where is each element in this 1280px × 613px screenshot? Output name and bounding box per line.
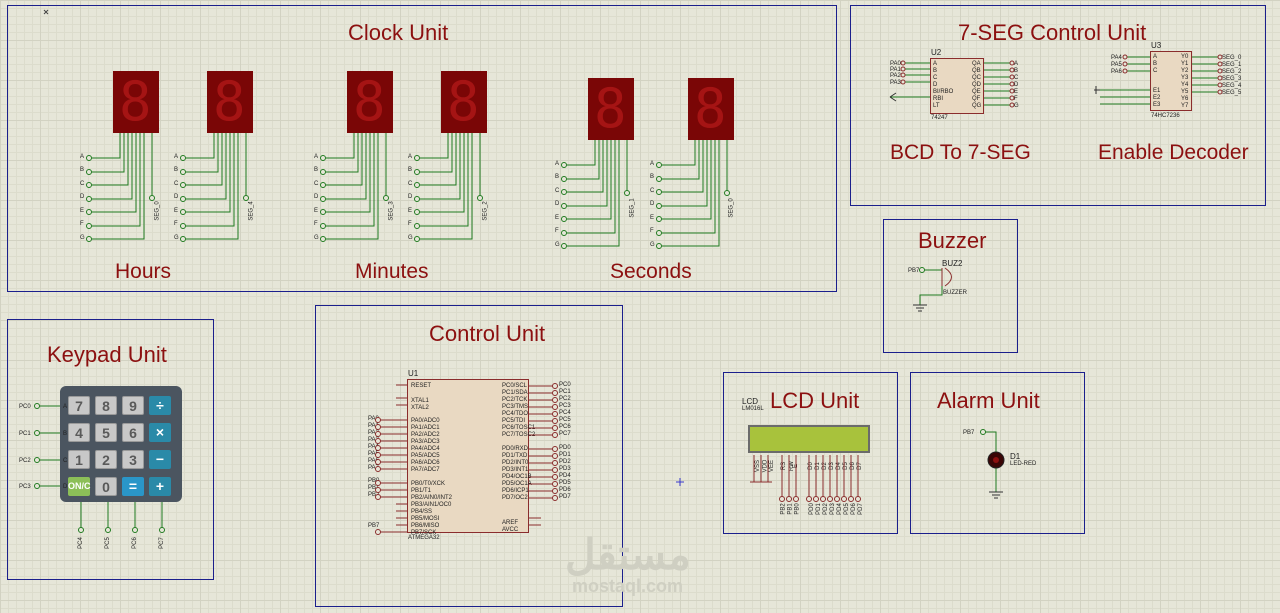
u3-input: PA5 (1111, 62, 1122, 68)
clock-unit-title: Clock Unit (348, 20, 449, 45)
key-4[interactable]: 4 (68, 423, 90, 442)
key-7[interactable]: 7 (68, 396, 90, 415)
seven-segment-display: 8 (588, 78, 634, 140)
led-part: LED-RED (1010, 461, 1037, 467)
u2-input: PA2 (890, 73, 901, 79)
alarm-unit-panel (910, 372, 1085, 534)
control-unit-panel (315, 305, 623, 607)
key-1[interactable]: 1 (68, 450, 90, 469)
key-8[interactable]: 8 (95, 396, 117, 415)
seven-segment-display: 8 (441, 71, 487, 133)
segctl-unit-panel (850, 5, 1266, 206)
watermark-latin: mostaql.com (572, 576, 684, 596)
keypad-col-pin: PC7 (158, 537, 165, 549)
keypad-row-pin: PC3 (19, 484, 31, 490)
seven-segment-display: 8 (113, 71, 159, 133)
alarm-unit-title: Alarm Unit (937, 388, 1040, 413)
key-5[interactable]: 5 (95, 423, 117, 442)
hours-label: Hours (115, 260, 172, 283)
microcontroller-chip: RESET XTAL1 XTAL2 PA0/ADC0 PA1/ADC1 PA2/… (407, 379, 535, 536)
keypad-row-pin: PC1 (19, 431, 31, 437)
u3-ref: U3 (1151, 41, 1162, 50)
lcd-unit-panel (723, 372, 898, 534)
u3-part: 74HC7236 (1151, 113, 1180, 119)
enable-label: SEG_4 (248, 201, 255, 221)
keypad-unit-panel (7, 319, 214, 580)
buzzer-unit-panel (883, 219, 1018, 353)
enable-decoder-chip: A B C E1 E2 E3 Y0 Y1 Y2 Y3 Y4 Y5 Y6 Y7 (1150, 51, 1192, 111)
mcu-ref: U1 (408, 369, 419, 378)
lcd-screen (748, 425, 870, 453)
lcd-part: LM016L (742, 406, 764, 412)
enable-label: SEG_3 (388, 201, 395, 221)
u2-input: PA3 (890, 80, 901, 86)
keypad-row-letter: C (63, 458, 68, 464)
seven-segment-display: 8 (347, 71, 393, 133)
keypad-row-letter: A (63, 404, 68, 410)
enable-label: SEG_0 (154, 201, 161, 221)
key-on-clear[interactable]: ON/C (68, 477, 91, 496)
seven-segment-display: 8 (207, 71, 253, 133)
keypad-row-letter: B (63, 431, 68, 437)
enable-label: SEG_1 (629, 198, 636, 218)
clock-unit-panel (7, 5, 837, 292)
key-multiply[interactable]: × (149, 423, 171, 442)
lcd-ref: LCD (742, 397, 759, 406)
key-9[interactable]: 9 (122, 396, 144, 415)
u2-ref: U2 (931, 48, 942, 57)
lcd-unit-title: LCD Unit (770, 388, 860, 413)
key-0[interactable]: 0 (95, 477, 117, 496)
u3-input: PA6 (1111, 69, 1122, 75)
alarm-pin: PB7 (963, 430, 975, 436)
key-6[interactable]: 6 (122, 423, 144, 442)
led-ref: D1 (1010, 452, 1021, 461)
keypad-unit-title: Keypad Unit (47, 342, 167, 367)
keypad-col-pin: PC5 (104, 537, 111, 549)
bcd-decoder-chip: A B C D BI/RBO RBI LT QA QB QC QD QE QF … (930, 58, 984, 114)
u2-part: 74247 (931, 115, 948, 121)
control-unit-title: Control Unit (429, 321, 546, 346)
key-3[interactable]: 3 (122, 450, 144, 469)
buzzer-pin: PB7 (908, 268, 920, 274)
watermark-arabic: مستقل (565, 531, 691, 578)
keypad-row-pin: PC2 (19, 458, 31, 464)
key-minus[interactable]: − (149, 450, 171, 469)
seconds-label: Seconds (610, 260, 692, 283)
mcu-part: ATMEGA32 (408, 535, 440, 541)
key-plus[interactable]: + (149, 477, 171, 496)
buzzer-unit-title: Buzzer (918, 228, 987, 253)
key-equals[interactable]: = (122, 477, 144, 496)
seven-segment-display: 8 (688, 78, 734, 140)
decoder-label: Enable Decoder (1098, 141, 1249, 164)
keypad-col-pin: PC4 (77, 537, 84, 549)
buzzer-ref: BUZ2 (942, 259, 963, 268)
key-divide[interactable]: ÷ (149, 396, 171, 415)
enable-label: SEG_0 (728, 198, 735, 218)
keypad-col-pin: PC6 (131, 537, 138, 549)
bcd-label: BCD To 7-SEG (890, 141, 1031, 164)
keypad-row-pin: PC0 (19, 404, 31, 410)
segctl-unit-title: 7-SEG Control Unit (958, 20, 1147, 45)
key-2[interactable]: 2 (95, 450, 117, 469)
minutes-label: Minutes (355, 260, 429, 283)
keypad: 7 8 9 ÷ 4 5 6 × 1 2 3 − ON/C 0 = + (60, 386, 182, 502)
enable-label: SEG_2 (482, 201, 489, 221)
keypad-row-letter: D (63, 484, 68, 490)
u3-input: PA4 (1111, 55, 1122, 61)
buzzer-part: BUZZER (943, 290, 967, 296)
